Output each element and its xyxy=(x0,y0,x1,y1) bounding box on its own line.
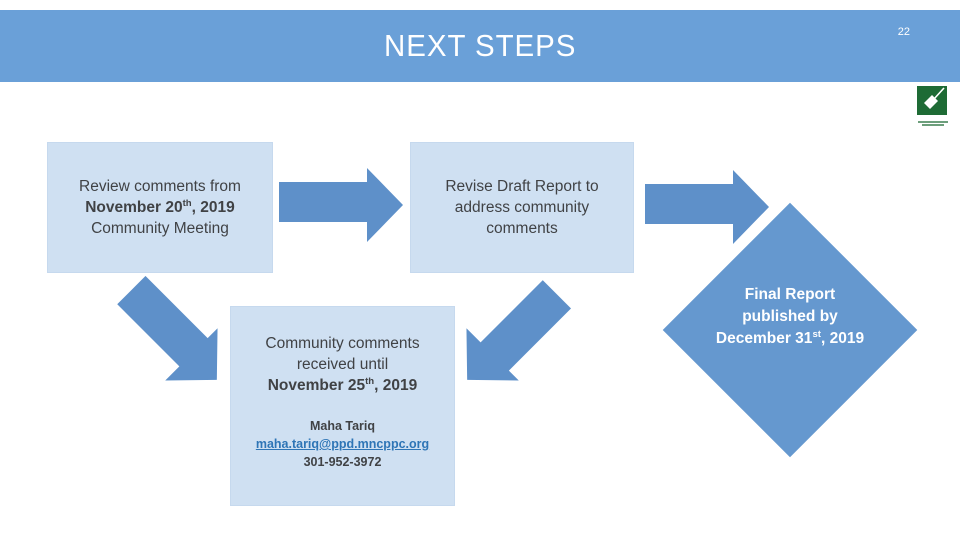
step-text-line: Revise Draft Report to xyxy=(445,178,599,195)
step-date-line: November 20th, 2019 xyxy=(85,197,235,216)
contact-email-link[interactable]: maha.tariq@ppd.mncppc.org xyxy=(255,437,430,451)
arrow-right-icon xyxy=(645,170,769,244)
step-box-revise-report: Revise Draft Report to address community… xyxy=(410,142,634,273)
step-text-line: address community xyxy=(454,199,590,216)
step-text-line: Community Meeting xyxy=(91,220,229,237)
page-number: 22 xyxy=(897,26,910,38)
mncppc-logo-icon xyxy=(917,86,947,115)
step-date-line: November 25th, 2019 xyxy=(267,375,418,394)
step-box-review-comments: Review comments from November 20th, 2019… xyxy=(47,142,273,273)
step-text-line: Community comments xyxy=(265,335,420,352)
step-text-line: comments xyxy=(486,220,558,237)
logo-caption-line xyxy=(922,124,944,126)
contact-block: Maha Tariq maha.tariq@ppd.mncppc.org 301… xyxy=(231,417,454,471)
arrow-down-right-icon xyxy=(103,266,243,406)
final-report-text: Final Report published by December 31st,… xyxy=(665,284,915,350)
page-title: NEXT STEPS xyxy=(383,28,577,63)
step-box-community-comments: Community comments received until Novemb… xyxy=(230,306,455,506)
step-date-line: December 31st, 2019 xyxy=(715,328,865,347)
step-text-line: received until xyxy=(296,356,389,373)
contact-phone: 301-952-3972 xyxy=(303,455,382,469)
arrow-right-icon xyxy=(279,168,403,242)
contact-name: Maha Tariq xyxy=(309,419,376,433)
step-text-line: Final Report xyxy=(744,286,836,303)
step-text-line: Review comments from xyxy=(79,178,241,195)
arrow-down-left-icon xyxy=(441,266,581,406)
mncppc-logo xyxy=(917,86,949,126)
slide-title-bar: NEXT STEPS 22 xyxy=(0,10,960,82)
logo-caption-line xyxy=(918,121,948,123)
step-text-line: published by xyxy=(742,308,838,325)
